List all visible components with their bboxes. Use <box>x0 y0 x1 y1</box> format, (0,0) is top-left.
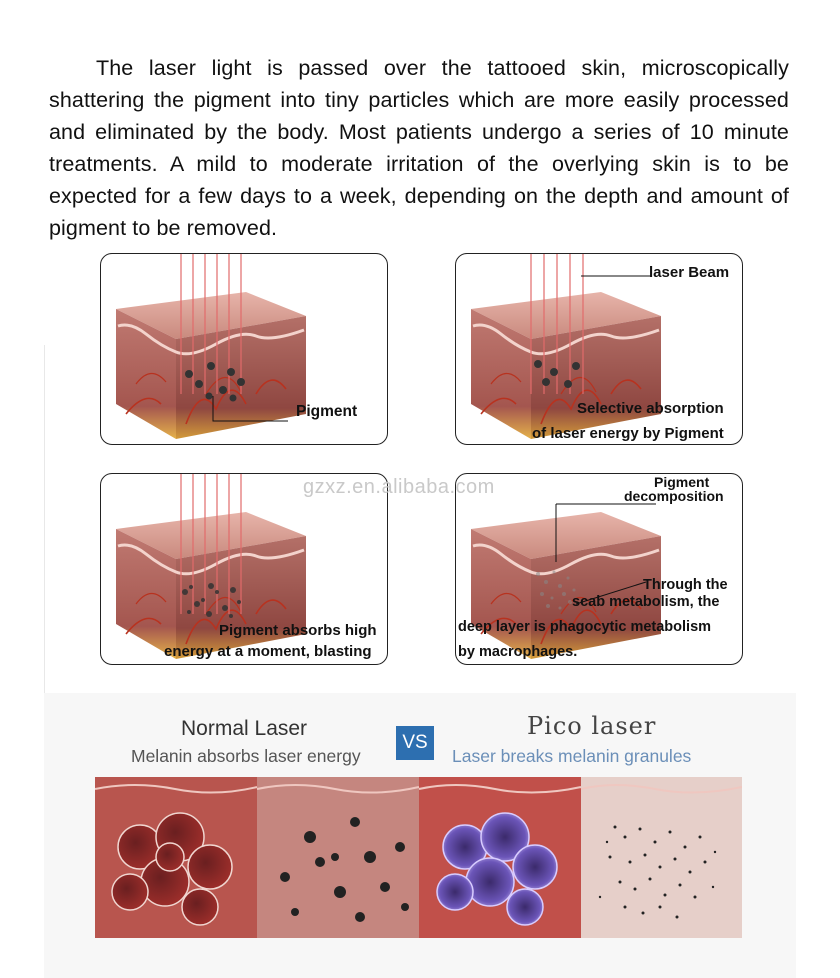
vs-badge: VS <box>396 726 434 760</box>
label-laser-beam: laser Beam <box>649 264 730 281</box>
panel-decomposition: Pigment decomposition Through the scab m… <box>455 473 743 665</box>
label-decomp-1: Pigment <box>654 474 710 490</box>
label-blasting-1: Pigment absorbs high <box>219 622 377 639</box>
label-scab-1: Through the <box>643 577 728 593</box>
comparison-image-strip <box>95 777 742 938</box>
label-scab-4: by macrophages. <box>458 644 578 660</box>
tile-pico-2 <box>581 777 742 938</box>
pico-laser-subtitle: Laser breaks melanin granules <box>452 746 692 766</box>
pico-laser-title: Pico laser <box>527 712 657 740</box>
label-pigment: Pigment <box>296 403 358 420</box>
skin-diagram-1 <box>114 254 308 441</box>
panel-selective-absorption: laser Beam Selective absorption of laser… <box>455 253 743 445</box>
label-scab-3: deep layer is phagocytic metabolism <box>458 619 712 635</box>
watermark: gzxz.en.alibaba.com <box>303 476 495 498</box>
normal-laser-title: Normal Laser <box>181 717 308 740</box>
skin-diagram-4 <box>469 503 663 661</box>
divider-line <box>44 345 45 693</box>
panel-pigment: Pigment <box>100 253 388 445</box>
label-selective-1: Selective absorption <box>577 400 724 417</box>
skin-diagram-3 <box>114 474 308 661</box>
label-decomp-2: decomposition <box>624 488 724 504</box>
skin-diagram-2 <box>469 254 663 441</box>
intro-text: The laser light is passed over the tatto… <box>49 55 789 240</box>
normal-laser-subtitle: Melanin absorbs laser energy <box>131 746 361 766</box>
intro-paragraph: The laser light is passed over the tatto… <box>49 52 789 244</box>
label-scab-2: scab metabolism, the <box>572 594 720 610</box>
label-selective-2: of laser energy by Pigment <box>532 425 724 442</box>
panel-blasting: Pigment absorbs high energy at a moment,… <box>100 473 388 665</box>
label-blasting-2: energy at a moment, blasting <box>164 643 372 660</box>
